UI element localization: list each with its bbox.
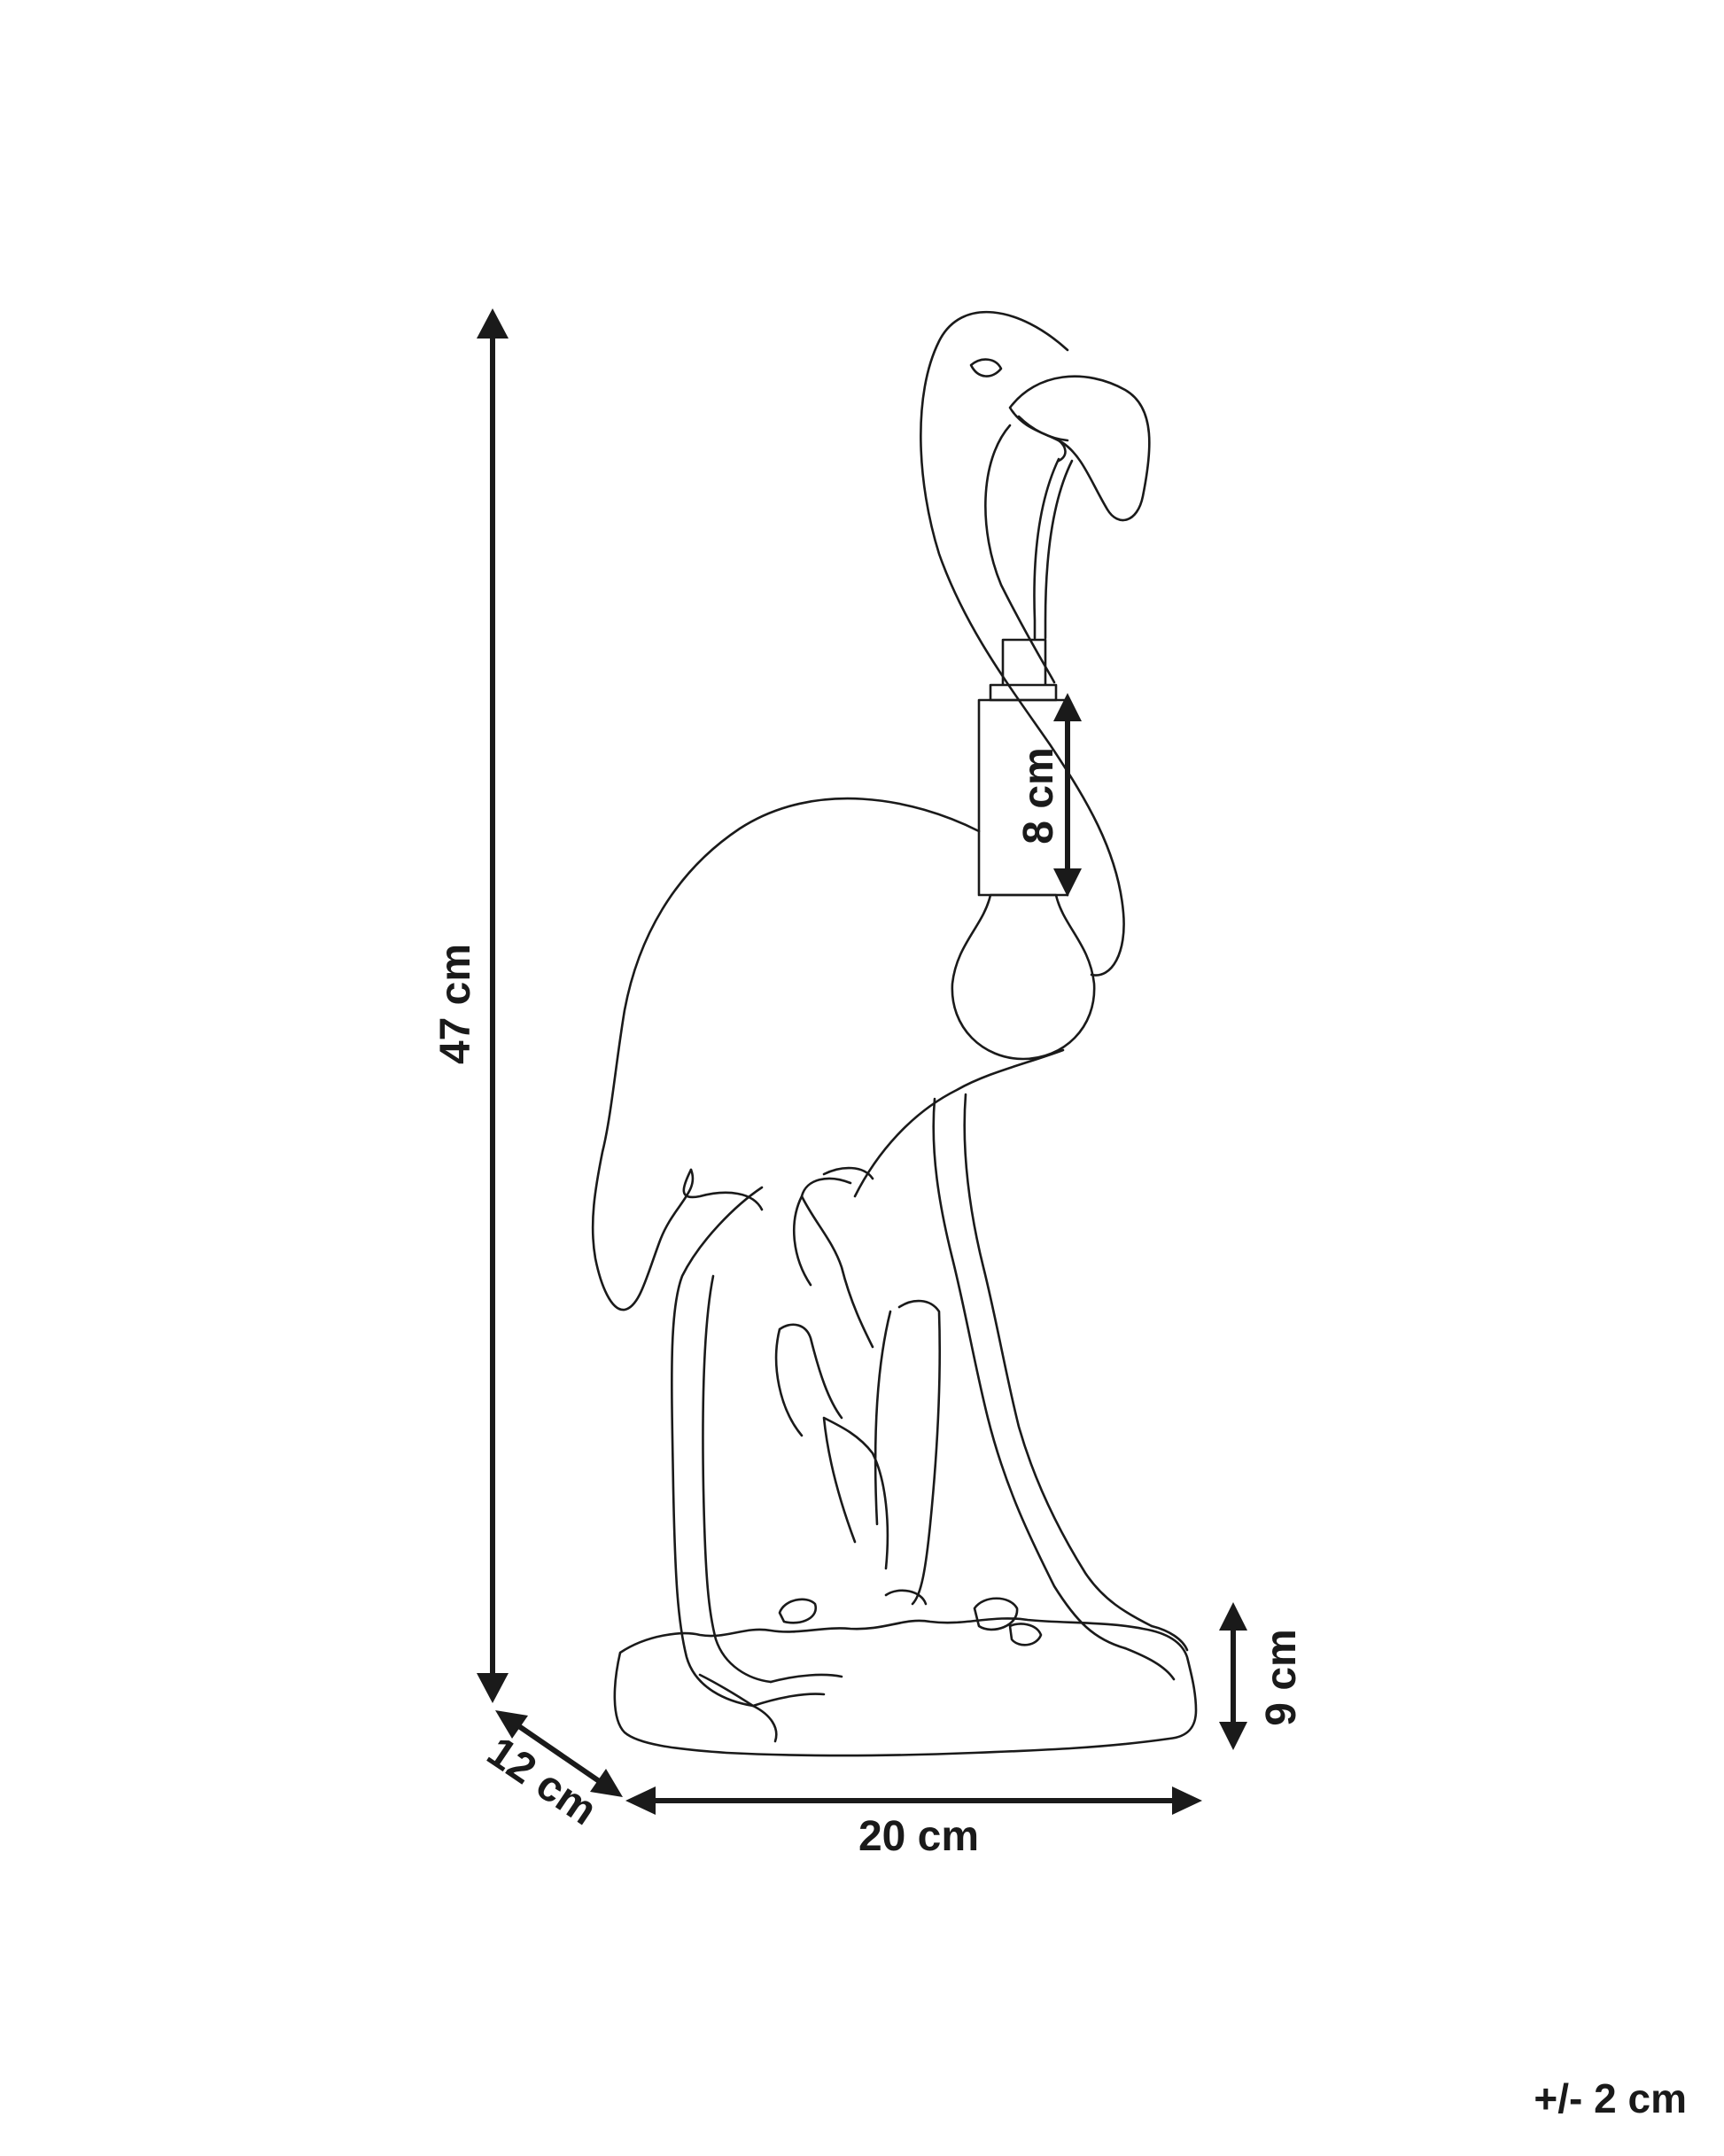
flamingo-foot-left	[698, 1673, 843, 1743]
arrowhead-width-left	[625, 1786, 656, 1815]
flamingo-body	[591, 797, 981, 1312]
lamp-socket-cap	[989, 638, 1058, 702]
dimension-label-socket: 8 cm	[1015, 747, 1062, 844]
dimension-depth: 12 cm	[478, 1710, 623, 1834]
flamingo-beak	[1008, 375, 1151, 522]
flamingo-tail	[682, 1168, 764, 1211]
flamingo-head-neck	[920, 310, 1125, 977]
flamingo-foot-right	[1123, 1624, 1189, 1681]
dimension-height: 47 cm	[432, 308, 509, 1703]
dimension-line-depth	[509, 1718, 609, 1789]
arrowhead-base-top	[1219, 1602, 1247, 1631]
dimension-base: 9 cm	[1219, 1602, 1305, 1750]
arrowhead-height-top	[477, 308, 509, 339]
tolerance-note: +/- 2 cm	[1534, 2075, 1687, 2121]
lamp-cable	[1033, 457, 1060, 640]
flamingo-body-underside	[853, 1048, 1065, 1198]
dimension-label-height: 47 cm	[432, 944, 479, 1064]
dimension-width: 20 cm	[625, 1786, 1202, 1860]
arrowhead-width-right	[1172, 1786, 1202, 1815]
base-pebbles	[778, 1589, 1043, 1646]
flamingo-folded-leg	[793, 1166, 874, 1349]
arrowhead-depth-top	[495, 1710, 528, 1739]
flamingo-leg-right	[932, 1093, 1153, 1650]
reed-leaves	[774, 1299, 941, 1606]
dimension-label-base: 9 cm	[1258, 1629, 1305, 1725]
arrowhead-socket-bottom	[1053, 868, 1082, 897]
arrowhead-depth-bottom	[590, 1769, 623, 1797]
flamingo-neck-inner	[984, 424, 1056, 684]
arrowhead-socket-top	[1053, 693, 1082, 721]
flamingo-lamp-outline	[591, 310, 1198, 1757]
lamp-bulb	[951, 893, 1096, 1061]
arrowhead-height-bottom	[477, 1673, 509, 1703]
lamp-base	[613, 1617, 1198, 1757]
dimension-label-width: 20 cm	[858, 1813, 979, 1860]
beak-grip	[1017, 415, 1069, 463]
flamingo-leg-left	[671, 1186, 773, 1708]
lamp-cable-inner	[1044, 459, 1074, 640]
dimension-socket: 8 cm	[1015, 693, 1082, 897]
arrowhead-base-bottom	[1219, 1722, 1247, 1750]
flamingo-eye	[969, 358, 1003, 377]
